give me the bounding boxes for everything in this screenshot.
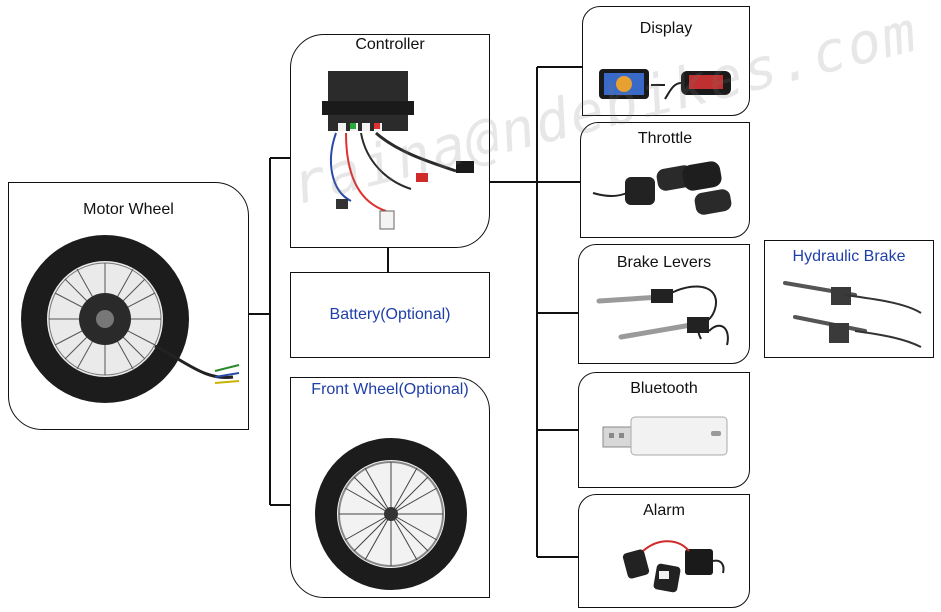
throttle-label: Throttle <box>637 130 693 147</box>
bluetooth-label: Bluetooth <box>630 380 698 397</box>
motor-wheel-image <box>21 235 240 403</box>
bluetooth-node: Bluetooth <box>578 372 750 488</box>
throttle-node: Throttle <box>580 122 750 238</box>
front-wheel-label: Front Wheel(Optional) <box>311 381 469 398</box>
brake-levers-image <box>596 285 729 346</box>
throttle-image <box>592 161 732 215</box>
controller-image <box>322 71 474 230</box>
hydraulic-brake-label: Hydraulic Brake <box>792 248 906 265</box>
battery-label: Battery(Optional) <box>329 306 451 323</box>
alarm-image <box>622 540 725 593</box>
hydraulic-brake-node: Hydraulic Brake <box>764 240 934 358</box>
front-wheel-node: Front Wheel(Optional) <box>290 377 490 598</box>
controller-node: Controller <box>290 34 490 248</box>
motor-wheel-label: Motor Wheel <box>83 201 174 218</box>
display-label: Display <box>639 20 693 37</box>
hydraulic-brake-image <box>783 281 922 348</box>
alarm-node: Alarm <box>578 494 750 608</box>
front-wheel-image <box>315 438 467 590</box>
display-image <box>599 69 731 100</box>
battery-node: Battery(Optional) <box>290 272 490 358</box>
display-node: Display <box>582 6 750 116</box>
alarm-label: Alarm <box>643 502 685 519</box>
controller-label: Controller <box>355 36 425 53</box>
brake-levers-node: Brake Levers <box>578 244 750 364</box>
brake-levers-label: Brake Levers <box>616 254 712 271</box>
motor-wheel-node: Motor Wheel <box>8 182 249 430</box>
bluetooth-image <box>602 416 728 456</box>
